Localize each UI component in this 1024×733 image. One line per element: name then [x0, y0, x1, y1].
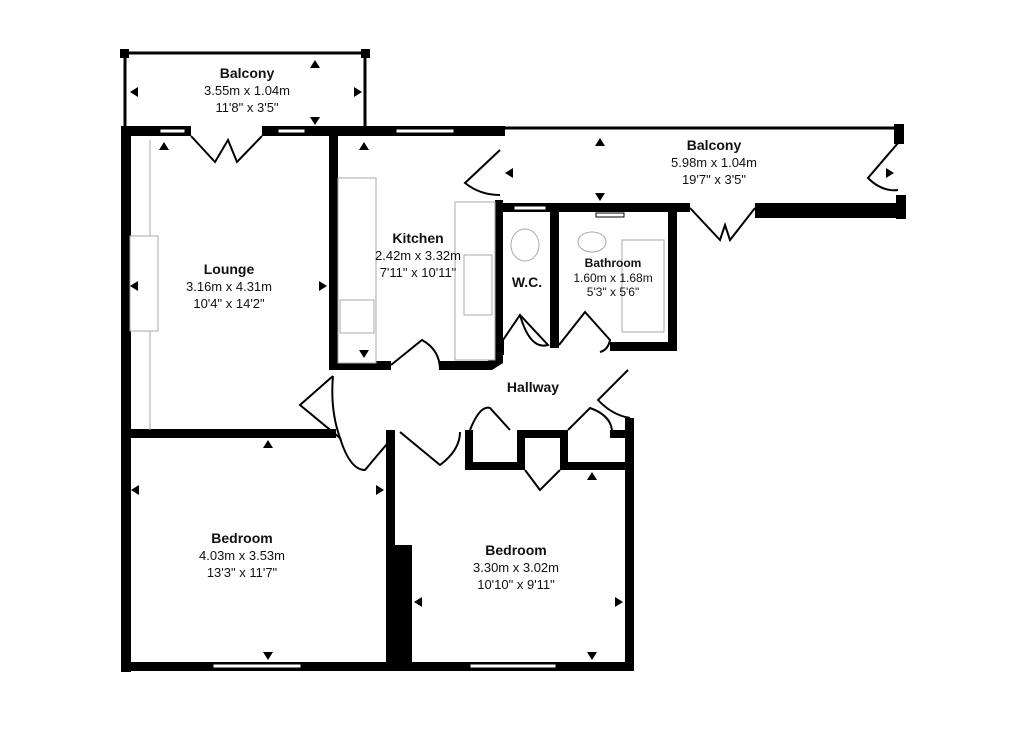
basin-icon [577, 231, 607, 253]
room-bathroom: Bathroom 1.60m x 1.68m 5'3" x 5'6" [573, 256, 652, 299]
fixtures [129, 140, 665, 430]
room-name: Balcony [687, 137, 742, 153]
balcony-1-outline [120, 49, 370, 127]
room-size-imperial: 19'7" x 3'5" [682, 172, 746, 187]
balcony-2-outline [463, 124, 906, 243]
room-balcony-1: Balcony 3.55m x 1.04m 11'8" x 3'5" [204, 65, 290, 115]
bath-icon [621, 239, 665, 333]
doors [190, 135, 631, 492]
room-name: Bathroom [585, 256, 642, 270]
room-size-metric: 4.03m x 3.53m [199, 548, 285, 563]
room-size-imperial: 13'3" x 11'7" [207, 565, 278, 580]
room-size-metric: 2.42m x 3.32m [375, 248, 461, 263]
room-bedroom-1: Bedroom 4.03m x 3.53m 13'3" x 11'7" [199, 530, 285, 580]
room-size-imperial: 7'11" x 10'11" [380, 265, 457, 280]
room-size-metric: 3.16m x 4.31m [186, 279, 272, 294]
room-size-imperial: 10'10" x 9'11" [477, 577, 555, 592]
room-name: Bedroom [485, 542, 546, 558]
room-size-metric: 3.55m x 1.04m [204, 83, 290, 98]
room-hallway: Hallway [507, 379, 559, 395]
room-name: W.C. [512, 274, 542, 290]
hob-icon [339, 299, 375, 334]
dimension-arrows [130, 60, 894, 660]
room-bedroom-2: Bedroom 3.30m x 3.02m 10'10" x 9'11" [473, 542, 559, 592]
room-lounge: Lounge 3.16m x 4.31m 10'4" x 14'2" [186, 261, 272, 311]
room-size-imperial: 10'4" x 14'2" [193, 296, 265, 311]
room-size-imperial: 5'3" x 5'6" [587, 285, 639, 299]
room-kitchen: Kitchen 2.42m x 3.32m 7'11" x 10'11" [375, 230, 461, 280]
room-size-metric: 5.98m x 1.04m [671, 155, 757, 170]
room-size-imperial: 11'8" x 3'5" [215, 100, 278, 115]
windows [159, 128, 625, 669]
room-name: Kitchen [392, 230, 443, 246]
room-size-metric: 3.30m x 3.02m [473, 560, 559, 575]
room-name: Hallway [507, 379, 559, 395]
sink-icon [463, 254, 493, 316]
room-name: Balcony [220, 65, 275, 81]
room-name: Lounge [204, 261, 255, 277]
walls [121, 126, 690, 672]
room-size-metric: 1.60m x 1.68m [573, 271, 652, 285]
room-name: Bedroom [211, 530, 272, 546]
room-wc: W.C. [512, 274, 542, 290]
toilet-icon [510, 228, 540, 262]
room-balcony-2: Balcony 5.98m x 1.04m 19'7" x 3'5" [671, 137, 757, 187]
